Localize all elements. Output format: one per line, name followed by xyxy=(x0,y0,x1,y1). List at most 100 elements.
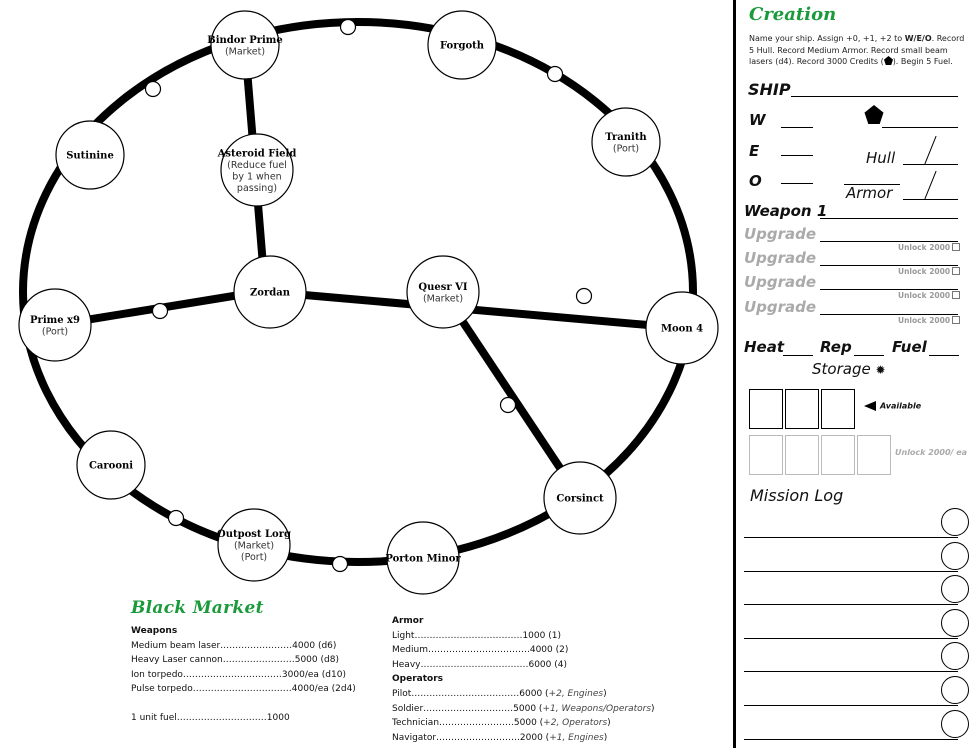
storage-slot[interactable] xyxy=(785,389,819,429)
mission-log-checkbox[interactable] xyxy=(941,642,969,671)
mission-log-line[interactable] xyxy=(744,570,958,572)
hull-label: Hull xyxy=(866,149,896,167)
planet-forgoth[interactable]: Forgoth xyxy=(427,10,497,80)
w-field[interactable] xyxy=(781,127,813,128)
storage-slot[interactable] xyxy=(821,389,855,429)
planet-bindor[interactable]: Bindor Prime(Market) xyxy=(207,10,283,80)
outer-route xyxy=(19,18,697,566)
planet-note: (Market) xyxy=(423,293,463,304)
planet-outpost[interactable]: Outpost Lorg(Market)(Port) xyxy=(217,508,291,582)
gear-icon: ✹ xyxy=(875,363,886,377)
waypoint[interactable] xyxy=(331,555,349,573)
locked-storage-slot[interactable] xyxy=(749,435,783,475)
mission-log-checkbox[interactable] xyxy=(941,709,969,738)
heat-field[interactable] xyxy=(783,355,813,356)
weapon-item: Medium beam laser……………………4000 (d6) xyxy=(131,640,337,651)
planet-corsinct[interactable]: Corsinct xyxy=(543,461,617,535)
mission-log-line[interactable] xyxy=(744,671,958,673)
mission-log-checkbox[interactable] xyxy=(941,508,969,536)
waypoint[interactable] xyxy=(499,396,517,414)
ship-name-field[interactable] xyxy=(791,96,958,97)
upgrade-field-1[interactable] xyxy=(820,241,958,242)
operator-item: Pilot………………………………6000 (+2, Engines) xyxy=(392,688,607,699)
planet-nodes: Bindor Prime(Market) ForgothTranith(Port)… xyxy=(18,10,719,595)
e-field[interactable] xyxy=(781,155,813,156)
o-field[interactable] xyxy=(781,183,813,184)
unlock-3[interactable]: Unlock 2000 xyxy=(898,291,961,300)
credits-field[interactable] xyxy=(882,127,958,128)
arrow-left-icon xyxy=(864,401,876,411)
fuel-field[interactable] xyxy=(929,355,959,356)
waypoint[interactable] xyxy=(575,287,593,305)
mission-log-checkbox[interactable] xyxy=(941,541,969,570)
unlock-storage-note: Unlock 2000/ ea xyxy=(895,448,968,457)
planet-carooni[interactable]: Carooni xyxy=(76,430,146,500)
planet-primex9[interactable]: Prime x9(Port) xyxy=(18,288,92,362)
upgrade-field-2[interactable] xyxy=(820,265,958,266)
o-label: O xyxy=(749,172,762,190)
checkbox-icon xyxy=(952,316,961,324)
w-label: W xyxy=(749,111,766,129)
storage-label: Storage ✹ xyxy=(812,360,886,378)
planet-tranith[interactable]: Tranith(Port) xyxy=(591,107,661,177)
planet-porton[interactable]: Porton Minor xyxy=(385,521,461,595)
mission-log-checkbox[interactable] xyxy=(941,575,969,604)
ship-label: SHIP xyxy=(748,80,791,99)
unlock-2[interactable]: Unlock 2000 xyxy=(898,267,961,276)
hull-field[interactable] xyxy=(903,164,958,165)
mission-log-checkbox[interactable] xyxy=(941,676,969,704)
upgrade-label-4: Upgrade xyxy=(744,298,817,316)
armor-top-line xyxy=(844,184,900,185)
black-market-title: Black Market xyxy=(131,598,264,618)
unlock-1[interactable]: Unlock 2000 xyxy=(898,243,961,252)
unlock-4[interactable]: Unlock 2000 xyxy=(898,316,961,325)
upgrade-field-4[interactable] xyxy=(820,314,958,315)
mission-log-line[interactable] xyxy=(744,637,958,639)
locked-storage-slot[interactable] xyxy=(785,435,819,475)
waypoints xyxy=(144,18,593,573)
planet-note: by 1 when xyxy=(232,171,281,182)
planet-name: Corsinct xyxy=(556,494,604,505)
planet-note: passing) xyxy=(237,183,277,194)
star-map: Bindor Prime(Market) ForgothTranith(Port)… xyxy=(18,10,719,595)
e-label: E xyxy=(749,142,760,160)
storage-slot[interactable] xyxy=(749,389,783,429)
planet-note: (Market) xyxy=(225,46,265,57)
planet-zordan[interactable]: Zordan xyxy=(233,255,307,329)
waypoint[interactable] xyxy=(144,80,162,98)
armor-field[interactable] xyxy=(903,199,958,200)
upgrade-label-2: Upgrade xyxy=(744,249,817,267)
waypoint[interactable] xyxy=(167,509,185,527)
planet-name: Sutinine xyxy=(66,151,114,162)
planet-note: (Reduce fuel xyxy=(227,160,287,171)
upgrade-label-1: Upgrade xyxy=(744,225,817,243)
planet-note: (Market) xyxy=(234,541,274,552)
weapon-item: Pulse torpedo……………………………4000/ea (2d4) xyxy=(131,684,356,695)
planet-name: Moon 4 xyxy=(661,324,703,335)
mission-log-line[interactable] xyxy=(744,537,958,538)
rep-field[interactable] xyxy=(854,355,884,356)
waypoint[interactable] xyxy=(546,65,564,83)
mission-log-checkbox[interactable] xyxy=(941,608,969,637)
available-note: Available xyxy=(864,401,921,411)
weapon1-field[interactable] xyxy=(820,218,958,219)
planet-name: Asteroid Field xyxy=(217,148,297,159)
weapon-item: Heavy Laser cannon……………………5000 (d8) xyxy=(131,655,339,666)
mission-log-line[interactable] xyxy=(744,604,958,606)
locked-storage-slot[interactable] xyxy=(821,435,855,475)
planet-sutinine[interactable]: Sutinine xyxy=(55,120,125,190)
planet-moon4[interactable]: Moon 4 xyxy=(645,291,719,365)
planet-note: (Port) xyxy=(613,143,639,154)
route-quesr-corsinct xyxy=(439,289,584,501)
waypoint[interactable] xyxy=(339,18,357,36)
mission-log-line[interactable] xyxy=(744,705,958,706)
planet-name: Porton Minor xyxy=(385,554,461,565)
upgrade-field-3[interactable] xyxy=(820,289,958,290)
mission-log-line[interactable] xyxy=(744,738,958,740)
locked-storage-slot[interactable] xyxy=(857,435,891,475)
fuel-item: 1 unit fuel…………………………1000 xyxy=(131,712,290,723)
waypoint[interactable] xyxy=(151,302,169,320)
planet-quesr[interactable]: Quesr VI(Market) xyxy=(406,255,480,329)
weapon1-label: Weapon 1 xyxy=(744,202,828,220)
